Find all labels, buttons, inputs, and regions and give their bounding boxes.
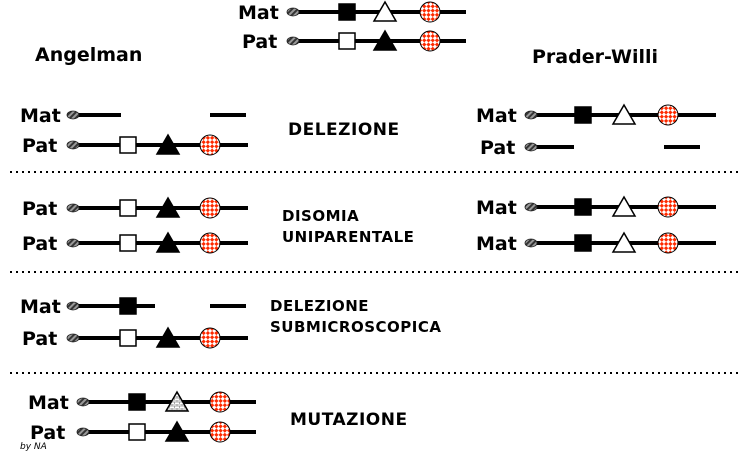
chromosome-pw-del-pat: Pat <box>480 137 700 159</box>
square-open-icon <box>119 329 137 347</box>
chromosome-as-del-mat: Mat <box>20 105 246 127</box>
square-filled-icon <box>574 198 592 216</box>
circle-checkered-icon <box>657 232 679 254</box>
square-open-icon <box>119 199 137 217</box>
triangle-filled-icon <box>155 326 181 348</box>
chromosome-label: Mat <box>476 233 517 255</box>
chromosome-as-mut-pat: Pat <box>30 420 256 444</box>
square-filled-icon <box>574 106 592 124</box>
chromosome-normal-mat: Mat <box>238 0 466 24</box>
centromere-icon <box>66 333 80 343</box>
triangle-open-icon <box>611 103 637 125</box>
square-filled-icon <box>338 3 356 21</box>
square-open-icon <box>119 234 137 252</box>
centromere-icon <box>524 110 538 120</box>
circle-checkered-icon <box>209 421 231 443</box>
case-disomy-line1: DISOMIA <box>282 207 359 225</box>
chromosome-label: Pat <box>22 328 57 350</box>
chromosome-normal-pat: Pat <box>242 29 466 53</box>
circle-checkered-icon <box>657 104 679 126</box>
title-prader-willi: Prader-Willi <box>532 46 658 68</box>
chromosome-label: Pat <box>22 233 57 255</box>
centromere-icon <box>286 7 300 17</box>
circle-checkered-icon <box>419 30 441 52</box>
chromosome-label: Mat <box>20 296 61 318</box>
chromosome-label: Pat <box>22 135 57 157</box>
triangle-filled-icon <box>155 231 181 253</box>
chromosome-pw-upd-mat1: Mat <box>476 195 716 219</box>
centromere-icon <box>66 203 80 213</box>
chromosome-label: Mat <box>238 2 279 24</box>
centromere-icon <box>524 142 538 152</box>
credit: by NA <box>20 442 47 452</box>
chromosome-label: Mat <box>476 197 517 219</box>
triangle-filled-icon <box>155 133 181 155</box>
case-submicro-line1: DELEZIONE <box>270 297 369 315</box>
chromosome-pw-upd-mat2: Mat <box>476 231 716 255</box>
triangle-hatched-icon <box>164 390 190 412</box>
chromosome-as-sub-mat: Mat <box>20 296 246 318</box>
chromosome-label: Pat <box>22 198 57 220</box>
centromere-icon <box>76 397 90 407</box>
square-open-icon <box>338 32 356 50</box>
case-submicro-line2: SUBMICROSCOPICA <box>270 318 442 336</box>
centromere-icon <box>76 427 90 437</box>
chromosome-label: Mat <box>476 105 517 127</box>
centromere-icon <box>524 238 538 248</box>
chromosome-label: Pat <box>30 422 65 444</box>
centromere-icon <box>66 110 80 120</box>
chromosome-label: Pat <box>242 31 277 53</box>
case-deletion: DELEZIONE <box>288 120 400 140</box>
chromosome-as-sub-pat: Pat <box>22 326 248 350</box>
centromere-icon <box>66 301 80 311</box>
case-mutation: MUTAZIONE <box>290 410 408 430</box>
centromere-icon <box>66 140 80 150</box>
centromere-icon <box>286 36 300 46</box>
square-open-icon <box>119 136 137 154</box>
circle-checkered-icon <box>199 197 221 219</box>
circle-checkered-icon <box>199 232 221 254</box>
title-angelman: Angelman <box>35 44 142 66</box>
centromere-icon <box>66 238 80 248</box>
square-filled-icon <box>128 393 146 411</box>
square-filled-icon <box>574 234 592 252</box>
triangle-filled-icon <box>164 420 190 442</box>
triangle-open-icon <box>611 195 637 217</box>
chromosome-as-mut-mat: Mat <box>28 390 256 414</box>
circle-checkered-icon <box>419 1 441 23</box>
circle-checkered-icon <box>657 196 679 218</box>
triangle-filled-icon <box>372 29 398 51</box>
chromosome-pw-del-mat: Mat <box>476 103 716 127</box>
chromosome-label: Mat <box>28 392 69 414</box>
circle-checkered-icon <box>199 327 221 349</box>
chromosome-as-upd-pat2: Pat <box>22 231 248 255</box>
centromere-icon <box>524 202 538 212</box>
chromosome-label: Pat <box>480 137 515 159</box>
chromosome-as-upd-pat1: Pat <box>22 196 248 220</box>
square-open-icon <box>128 423 146 441</box>
circle-checkered-icon <box>209 391 231 413</box>
triangle-open-icon <box>372 0 398 22</box>
circle-checkered-icon <box>199 134 221 156</box>
triangle-open-icon <box>611 231 637 253</box>
chromosome-as-del-pat: Pat <box>22 133 248 157</box>
case-disomy-line2: UNIPARENTALE <box>282 228 414 246</box>
chromosome-label: Mat <box>20 105 61 127</box>
square-filled-icon <box>119 297 137 315</box>
triangle-filled-icon <box>155 196 181 218</box>
